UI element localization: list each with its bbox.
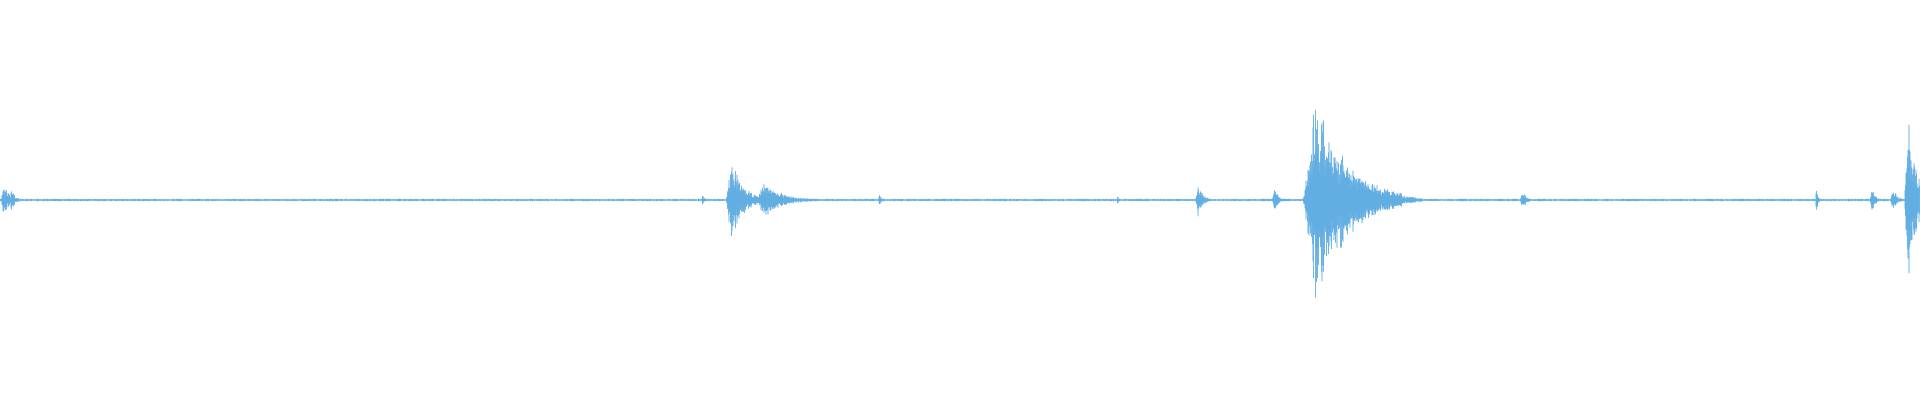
waveform-path	[0, 110, 1920, 298]
waveform-bars	[0, 110, 1920, 298]
